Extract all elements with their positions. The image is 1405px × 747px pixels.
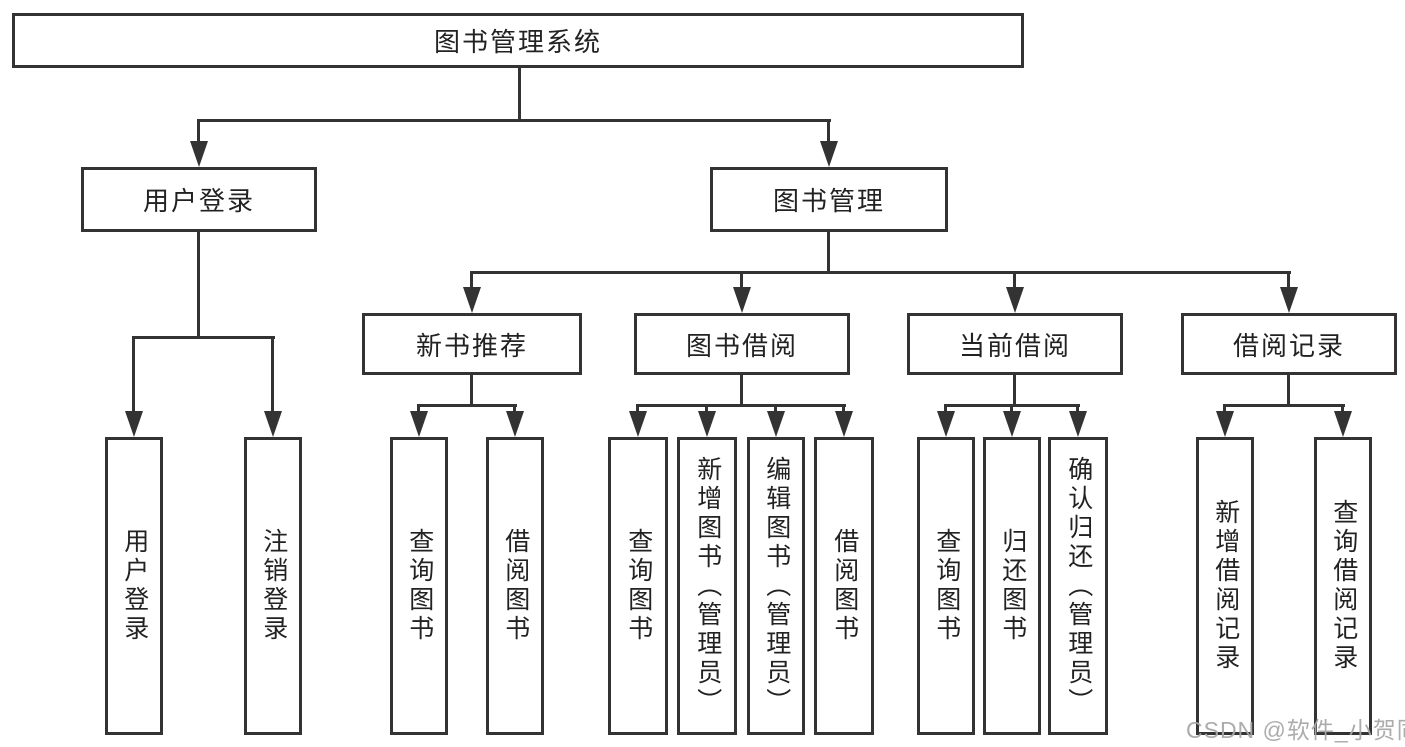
connector-line [1341, 404, 1344, 414]
connector-line [827, 232, 830, 273]
connector-line [774, 404, 777, 414]
connector-line [740, 375, 743, 406]
arrow-down-icon [1006, 287, 1024, 313]
leaf-edit-books-admin: 编辑图书（管理员） [747, 437, 805, 735]
arrow-down-icon [1334, 411, 1352, 437]
arrow-down-icon [1069, 411, 1087, 437]
connector-line [1010, 404, 1013, 414]
connector-line [944, 404, 947, 414]
arrow-down-icon [506, 411, 524, 437]
leaf-query-books-recommend: 查询图书 [390, 437, 448, 735]
connector-line [636, 404, 846, 407]
arrow-down-icon [463, 287, 481, 313]
connector-line [1223, 404, 1345, 407]
connector-line [705, 404, 708, 414]
leaf-borrow-books: 借阅图书 [814, 437, 874, 735]
connector-line [132, 336, 275, 339]
watermark: CSDN @软件_小贺同学 [1186, 717, 1405, 743]
arrow-down-icon [733, 287, 751, 313]
connector-line [197, 119, 831, 122]
connector-line [197, 232, 200, 338]
connector-line [1076, 404, 1079, 414]
arrow-down-icon [1280, 287, 1298, 313]
arrow-down-icon [410, 411, 428, 437]
leaf-confirm-return-admin: 确认归还（管理员） [1048, 437, 1108, 735]
connector-line [470, 375, 473, 406]
arrow-down-icon [767, 411, 785, 437]
leaf-query-borrow-record: 查询借阅记录 [1314, 437, 1372, 735]
node-user-login: 用户登录 [81, 167, 317, 232]
connector-line [417, 404, 420, 414]
arrow-down-icon [820, 141, 838, 167]
node-borrowing-records: 借阅记录 [1181, 313, 1397, 375]
leaf-add-books-admin: 新增图书（管理员） [677, 437, 737, 735]
connector-line [1223, 404, 1226, 414]
connector-line [518, 66, 521, 121]
connector-line [1013, 375, 1016, 406]
connector-line [827, 119, 830, 143]
connector-line [471, 271, 1291, 274]
connector-line [417, 404, 517, 407]
leaf-borrow-books-recommend: 借阅图书 [486, 437, 544, 735]
leaf-query-books-current: 查询图书 [917, 437, 975, 735]
connector-line [740, 271, 743, 289]
connector-line [513, 404, 516, 414]
connector-line [1287, 375, 1290, 406]
connector-line [1287, 271, 1290, 289]
leaf-return-books: 归还图书 [983, 437, 1041, 735]
connector-line [842, 404, 845, 414]
arrow-down-icon [937, 411, 955, 437]
leaf-add-borrow-record: 新增借阅记录 [1196, 437, 1254, 735]
arrow-down-icon [190, 141, 208, 167]
connector-line [636, 404, 639, 414]
arrow-down-icon [835, 411, 853, 437]
leaf-user-login: 用户登录 [105, 437, 163, 735]
node-book-management: 图书管理 [710, 167, 948, 232]
arrow-down-icon [264, 411, 282, 437]
leaf-logout: 注销登录 [244, 437, 302, 735]
node-current-borrowing: 当前借阅 [907, 313, 1123, 375]
connector-line [271, 336, 274, 413]
node-system-root: 图书管理系统 [12, 13, 1024, 68]
connector-line [1013, 271, 1016, 289]
arrow-down-icon [125, 411, 143, 437]
node-new-book-recommend: 新书推荐 [362, 313, 582, 375]
connector-line [470, 271, 473, 289]
arrow-down-icon [629, 411, 647, 437]
node-book-borrowing: 图书借阅 [634, 313, 850, 375]
connector-line [132, 336, 135, 413]
arrow-down-icon [698, 411, 716, 437]
leaf-query-books-borrowing: 查询图书 [608, 437, 668, 735]
arrow-down-icon [1216, 411, 1234, 437]
connector-line [197, 119, 200, 143]
arrow-down-icon [1003, 411, 1021, 437]
